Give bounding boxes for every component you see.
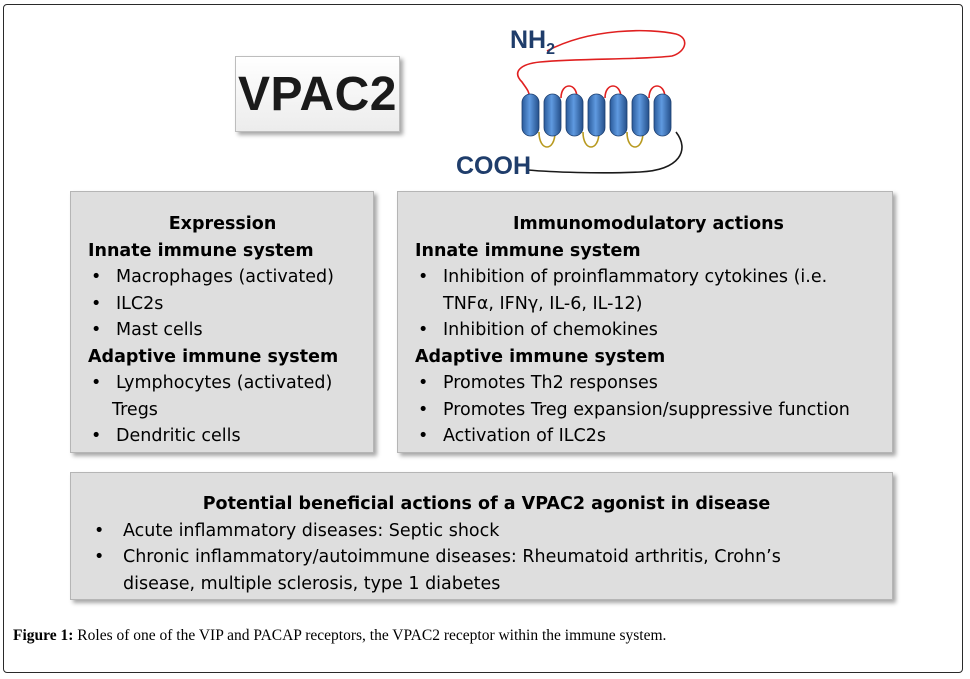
list-item-continuation: disease, multiple sclerosis, type 1 diab… bbox=[123, 573, 501, 594]
intracellular-loop bbox=[538, 131, 556, 148]
figure-frame bbox=[3, 4, 963, 673]
list-item: Promotes Th2 responses bbox=[415, 370, 882, 397]
c-terminus-label: COOH bbox=[456, 152, 531, 180]
receptor-schematic bbox=[516, 29, 686, 174]
immunomodulatory-panel: Immunomodulatory actions Innate immune s… bbox=[397, 191, 893, 453]
helix-2 bbox=[543, 93, 562, 137]
n-terminal-tail bbox=[516, 29, 686, 98]
vpac2-title-box: VPAC2 bbox=[235, 56, 400, 132]
section-heading: Adaptive immune system bbox=[88, 346, 339, 367]
list-item-continuation: TNFα, IFNγ, IL-6, IL-12) bbox=[443, 293, 643, 314]
expression-panel: Expression Innate immune system Macropha… bbox=[70, 191, 374, 453]
list-item: Macrophages (activated) bbox=[88, 264, 363, 291]
intracellular-loop bbox=[582, 131, 600, 148]
n-terminus-label: NH2 bbox=[510, 26, 556, 58]
helix-3 bbox=[565, 93, 584, 137]
helix-1 bbox=[521, 93, 540, 137]
intracellular-loop bbox=[626, 131, 644, 148]
list-item-continuation: Tregs bbox=[112, 399, 158, 420]
list-item: Lymphocytes (activated) bbox=[88, 370, 363, 397]
disease-panel: Potential beneficial actions of a VPAC2 … bbox=[70, 472, 893, 600]
section-heading: Innate immune system bbox=[88, 240, 314, 261]
list-item: Mast cells bbox=[88, 317, 363, 344]
transmembrane-helices bbox=[521, 93, 672, 137]
list-item: Inhibition of proinflammatory cytokines … bbox=[415, 264, 882, 291]
helix-7 bbox=[653, 93, 672, 137]
list-item: Activation of ILC2s bbox=[415, 423, 882, 450]
section-heading: Adaptive immune system bbox=[415, 346, 666, 367]
vpac2-title: VPAC2 bbox=[238, 67, 397, 121]
list-item: Inhibition of chemokines bbox=[415, 317, 882, 344]
panel-heading: Immunomodulatory actions bbox=[513, 214, 784, 234]
list-item: Chronic inflammatory/autoimmune diseases… bbox=[91, 544, 882, 571]
list-item: Acute inflammatory diseases: Septic shoc… bbox=[91, 518, 882, 545]
panel-heading: Expression bbox=[168, 214, 277, 234]
helix-5 bbox=[609, 93, 628, 137]
caption-label: Figure 1: bbox=[13, 627, 74, 644]
list-item: Dendritic cells bbox=[88, 423, 363, 450]
c-terminal-tail bbox=[527, 131, 683, 174]
list-item: ILC2s bbox=[88, 291, 363, 318]
figure-caption: Figure 1: Roles of one of the VIP and PA… bbox=[13, 627, 666, 645]
list-item: Promotes Treg expansion/suppressive func… bbox=[415, 397, 882, 424]
section-heading: Innate immune system bbox=[415, 240, 641, 261]
helix-6 bbox=[631, 93, 650, 137]
panel-heading: Potential beneficial actions of a VPAC2 … bbox=[202, 494, 771, 514]
helix-4 bbox=[587, 93, 606, 137]
caption-text: Roles of one of the VIP and PACAP recept… bbox=[73, 627, 667, 644]
